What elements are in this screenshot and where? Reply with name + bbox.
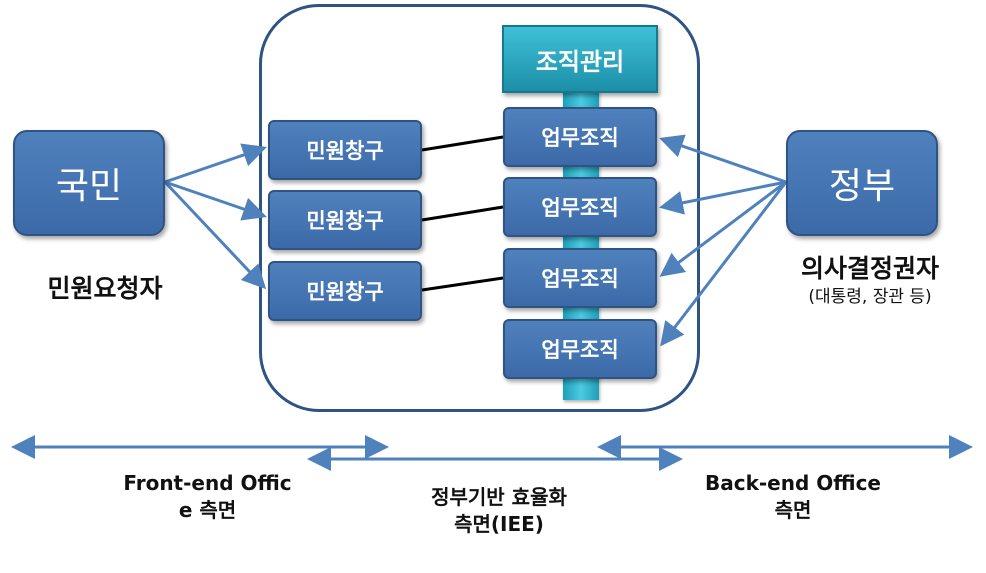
back-end-line2: 측면 <box>774 498 812 522</box>
arrow-gov-org-1 <box>659 134 787 184</box>
window-box-2: 민원창구 <box>268 190 422 250</box>
link-window-org-1 <box>421 135 504 152</box>
middle-line1: 정부기반 효율화 <box>431 485 567 509</box>
arrow-citizen-window-2 <box>164 180 267 221</box>
org-label: 업무조직 <box>541 338 619 362</box>
citizen-label: 국민 <box>55 166 123 207</box>
citizen-caption: 민원요청자 <box>47 274 163 303</box>
link-window-org-3 <box>421 276 504 292</box>
government-box: 정부 <box>786 130 938 236</box>
middle-line2: 측면(IEE) <box>454 512 544 536</box>
front-end-label: Front-end Offic e 측면 <box>100 470 315 524</box>
org-label: 업무조직 <box>541 126 619 150</box>
citizen-box: 국민 <box>13 130 165 236</box>
window-box-3: 민원창구 <box>268 261 422 321</box>
link-window-org-2 <box>421 205 504 222</box>
government-label: 정부 <box>828 166 896 207</box>
window-label: 민원창구 <box>306 139 384 163</box>
government-caption: 의사결정권자 <box>800 254 939 283</box>
middle-label: 정부기반 효율화 측면(IEE) <box>388 484 610 538</box>
org-box-2: 업무조직 <box>503 177 657 237</box>
org-box-3: 업무조직 <box>503 248 657 308</box>
window-label: 민원창구 <box>306 280 384 304</box>
window-box-1: 민원창구 <box>268 120 422 180</box>
back-end-line1: Back-end Office <box>704 471 881 495</box>
government-subcaption: (대통령, 장관 등) <box>808 287 932 307</box>
arrow-gov-org-3 <box>659 180 787 277</box>
management-box: 조직관리 <box>502 25 658 93</box>
front-end-line1: Front-end Offic <box>123 471 292 495</box>
arrow-gov-org-2 <box>659 180 787 215</box>
arrow-citizen-window-1 <box>164 143 267 184</box>
window-label: 민원창구 <box>306 209 384 233</box>
org-label: 업무조직 <box>541 196 619 220</box>
management-label: 조직관리 <box>535 47 625 76</box>
arrow-citizen-window-3 <box>163 180 267 290</box>
org-label: 업무조직 <box>541 267 619 291</box>
org-box-4: 업무조직 <box>503 319 657 379</box>
org-box-1: 업무조직 <box>503 107 657 167</box>
arrow-gov-org-4 <box>660 181 788 347</box>
back-end-label: Back-end Office 측면 <box>683 470 903 524</box>
front-end-line2: e 측면 <box>178 498 237 522</box>
